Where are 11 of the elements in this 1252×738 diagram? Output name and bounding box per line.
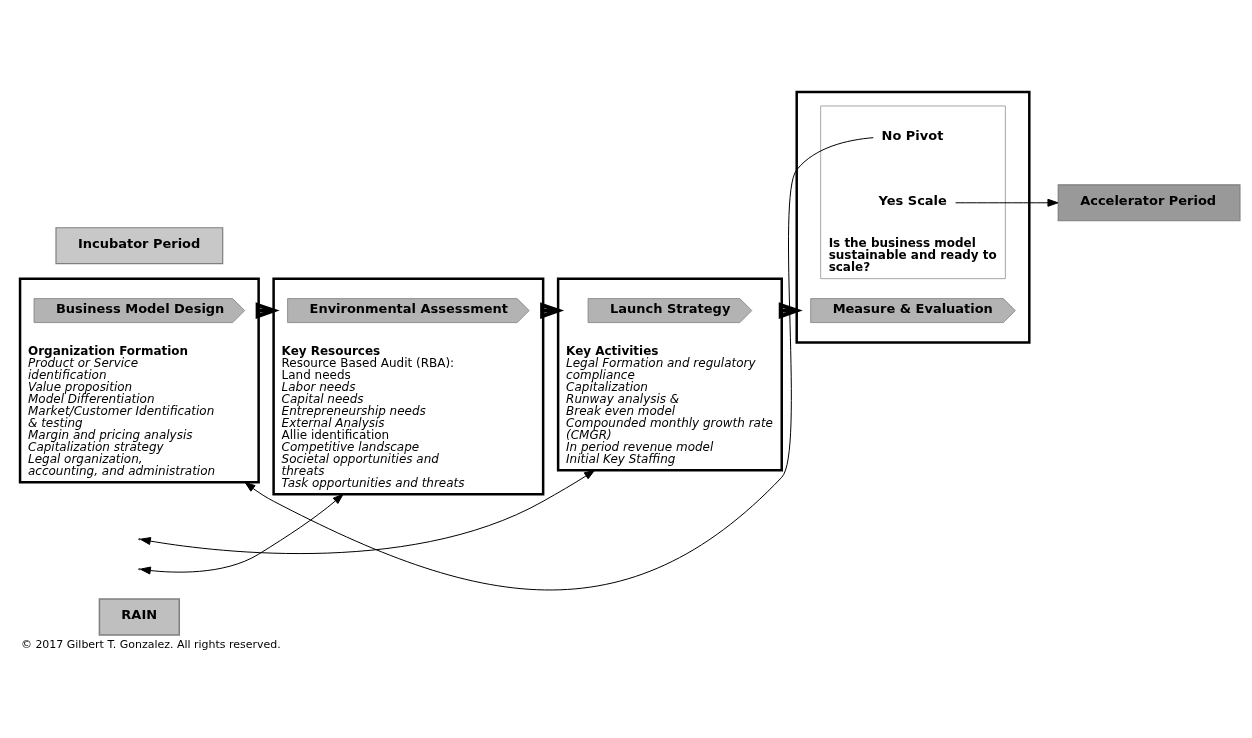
node-box: RAIN [98, 597, 180, 636]
arrow [955, 198, 1059, 207]
node-box: Accelerator Period [1057, 183, 1241, 221]
cluster [795, 90, 1031, 344]
arrow [139, 493, 344, 574]
arrow [139, 469, 595, 554]
node-text: No Pivot [881, 127, 944, 143]
node-text: Yes Scale [878, 192, 947, 208]
caption: © 2017 Gilbert T. Gonzalez. All rights reserved. [20, 637, 281, 651]
node-box: Incubator Period [55, 226, 224, 264]
arrow [244, 136, 874, 590]
